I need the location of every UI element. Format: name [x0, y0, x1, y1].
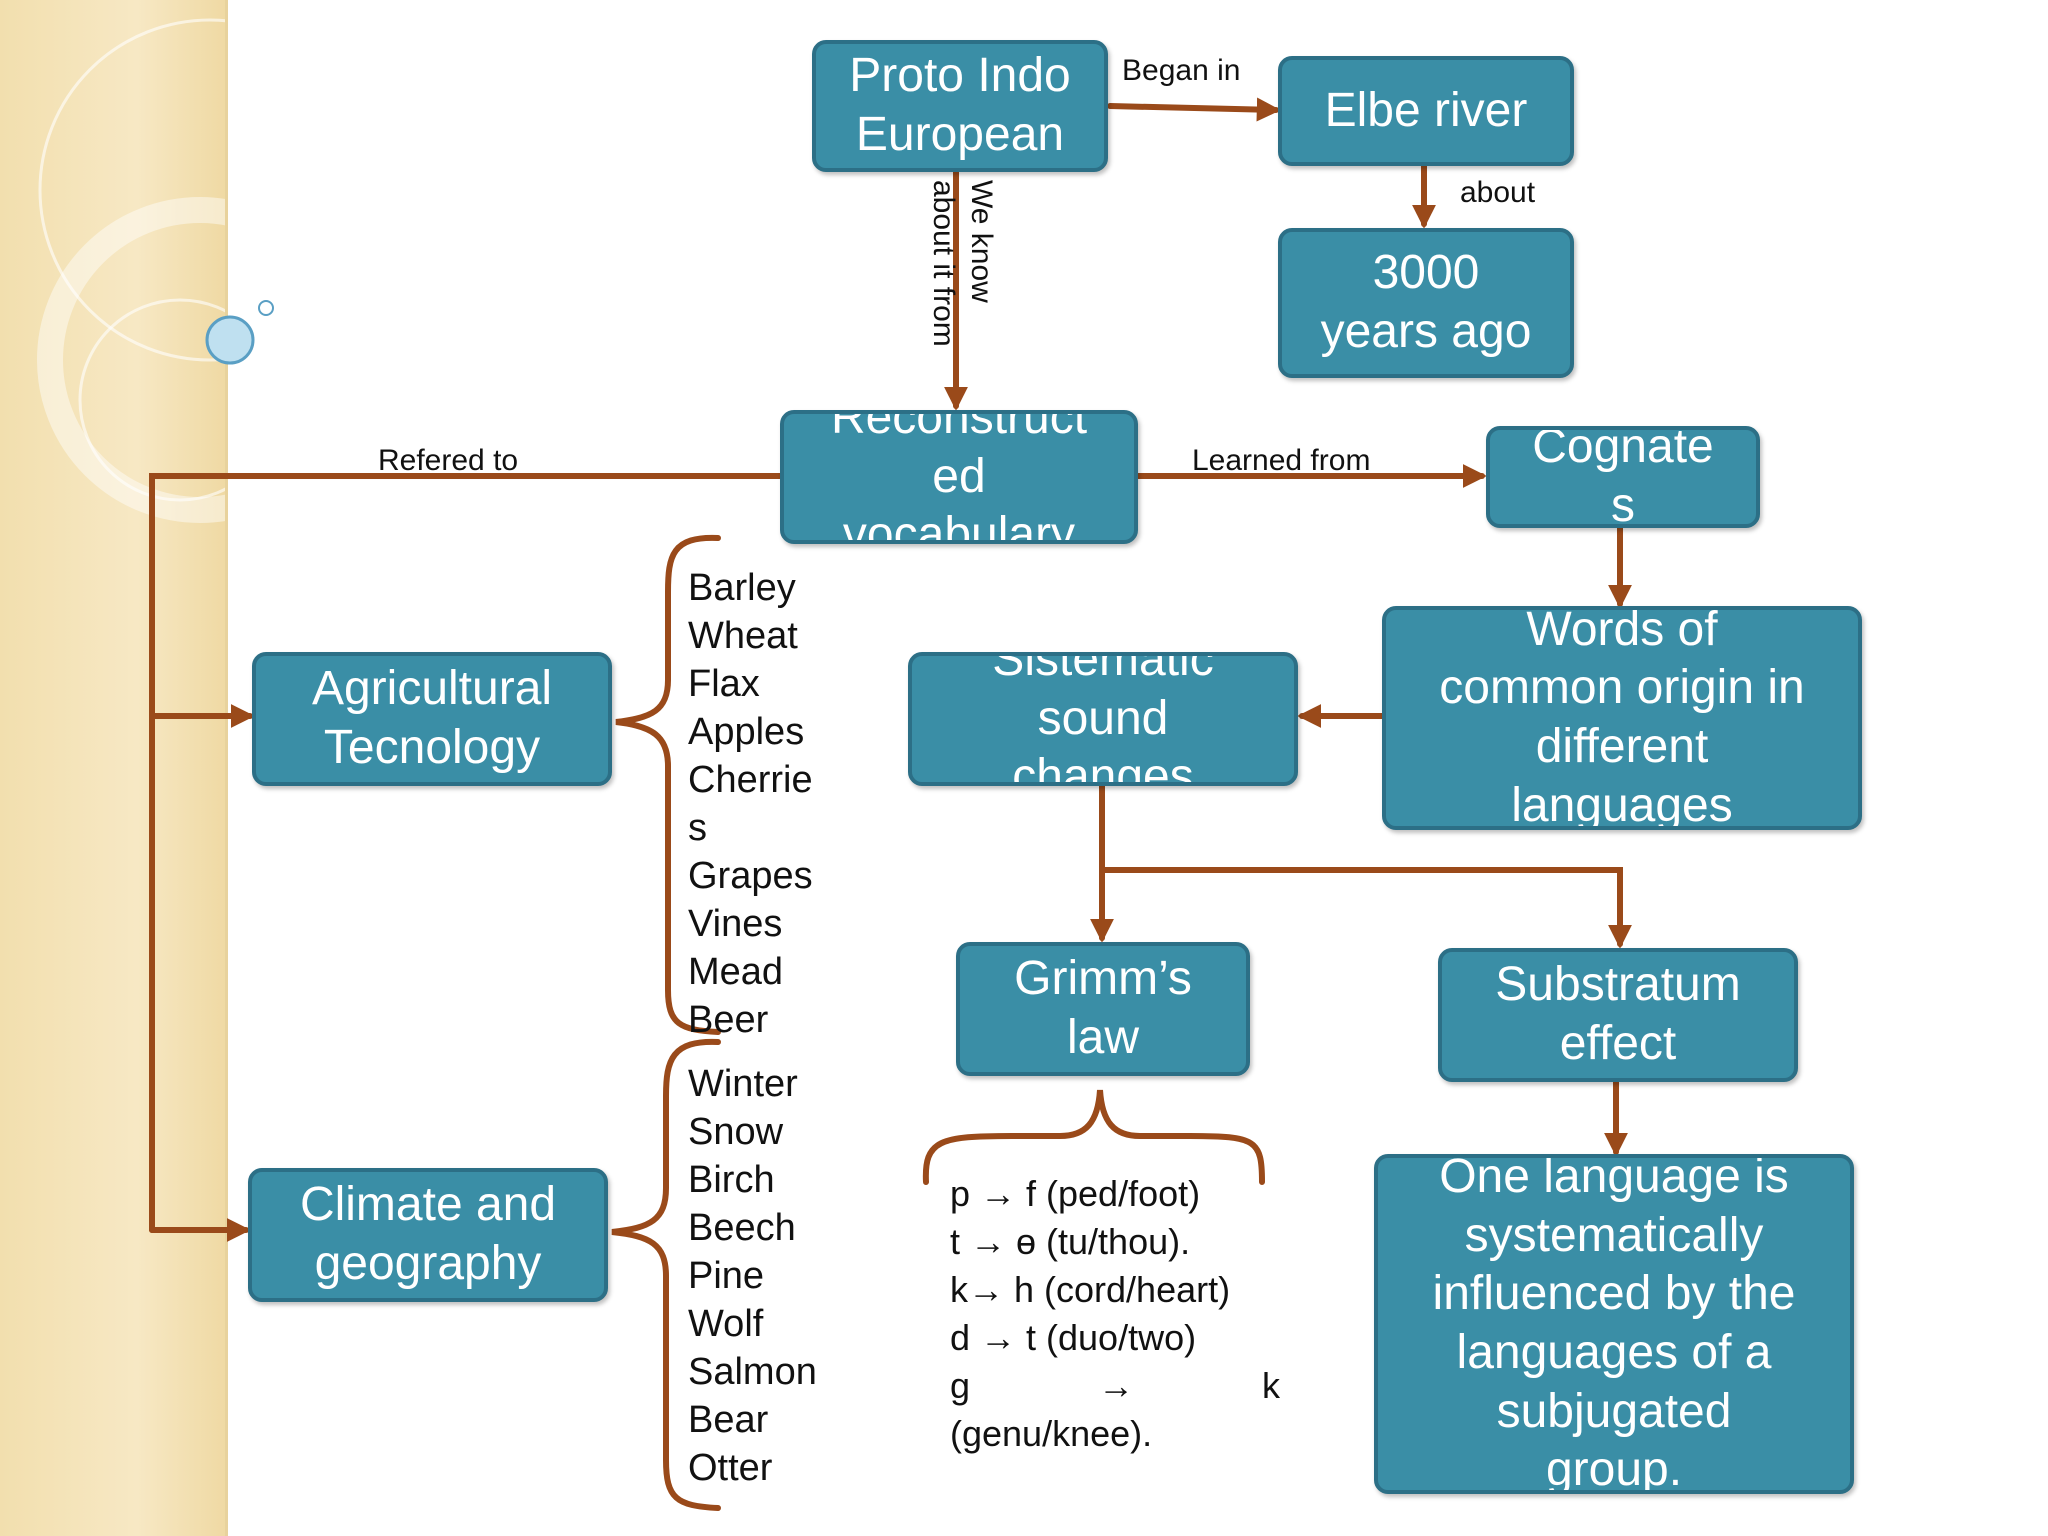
- node-3000-years-ago: 3000 years ago: [1278, 228, 1574, 378]
- bubble-decoration: [205, 300, 274, 365]
- rule-item: d → t (duo/two): [950, 1317, 1197, 1358]
- rule-item-justified: g → k: [950, 1362, 1280, 1410]
- list-item: Beer: [688, 999, 769, 1041]
- rule-item: t → ɵ (tu/thou).: [950, 1221, 1191, 1262]
- rule-item: p → f (ped/foot): [950, 1173, 1201, 1214]
- node-3000-years-ago-label: 3000 years ago: [1320, 246, 1532, 358]
- list-item: s: [688, 807, 707, 849]
- grimms-law-rules: p → f (ped/foot) t → ɵ (tu/thou). k→ h (…: [950, 1170, 1280, 1458]
- list-item: Winter: [688, 1063, 798, 1105]
- list-item: Mead: [688, 951, 784, 993]
- list-item: Pine: [688, 1255, 765, 1297]
- decorative-sidebar: [0, 0, 228, 1536]
- node-elbe-river-label: Elbe river: [1324, 83, 1528, 137]
- edge-label-began-in: Began in: [1122, 54, 1241, 87]
- rule-part: k: [1262, 1365, 1280, 1406]
- node-grimms-law-label: Grimm’s law: [1014, 952, 1192, 1064]
- node-climate-and-geography: Climate and geography: [248, 1168, 608, 1302]
- node-sistematic-sound-changes-label: Sistematic sound changes: [992, 652, 1214, 786]
- edge-label-about: about: [1460, 176, 1536, 209]
- list-item: Grapes: [688, 855, 813, 897]
- node-words-of-common-origin-label: Words of common origin in different lang…: [1439, 606, 1805, 830]
- node-proto-indo-european: Proto Indo European: [812, 40, 1108, 172]
- list-item: Wolf: [688, 1303, 764, 1345]
- list-item: Wheat: [688, 615, 798, 657]
- list-item: Snow: [688, 1111, 784, 1153]
- rule-item: (genu/knee).: [950, 1413, 1153, 1454]
- node-cognates: Cognate s: [1486, 426, 1760, 528]
- climate-items-list: Winter Snow Birch Beech Pine Wolf Salmon…: [688, 1060, 817, 1492]
- list-item: Bear: [688, 1399, 769, 1441]
- node-cognates-label: Cognate s: [1532, 426, 1714, 528]
- node-climate-and-geography-label: Climate and geography: [299, 1178, 557, 1290]
- node-reconstructed-vocabulary-label: Reconstruct ed vocabulary: [830, 410, 1088, 544]
- list-item: Flax: [688, 663, 760, 705]
- node-substratum-effect: Substratum effect: [1438, 948, 1798, 1082]
- node-one-language-influenced-label: One language is systematically influence…: [1432, 1154, 1796, 1494]
- edge-reconstructed-left-trunk: [149, 473, 783, 1233]
- list-item: Vines: [688, 903, 783, 945]
- edge-proto-elbe: [1107, 97, 1281, 122]
- list-item: Otter: [688, 1447, 773, 1489]
- rule-item: k→ h (cord/heart): [950, 1269, 1231, 1310]
- list-item: Apples: [688, 711, 805, 753]
- agricultural-items-list: Barley Wheat Flax Apples Cherrie s Grape…: [688, 564, 813, 1044]
- list-item: Barley: [688, 567, 796, 609]
- node-grimms-law: Grimm’s law: [956, 942, 1250, 1076]
- edge-label-refered-to: Refered to: [378, 444, 519, 477]
- brace-agricultural: [615, 534, 721, 1035]
- node-words-of-common-origin: Words of common origin in different lang…: [1382, 606, 1862, 830]
- edge-sistematic-substratum: [1099, 867, 1632, 949]
- node-proto-indo-european-label: Proto Indo European: [849, 49, 1071, 161]
- node-elbe-river: Elbe river: [1278, 56, 1574, 166]
- node-agricultural-tecnology-label: Agricultural Tecnology: [311, 662, 553, 774]
- list-item: Birch: [688, 1159, 775, 1201]
- list-item: Cherrie: [688, 759, 813, 801]
- edge-label-we-know: We know about it from: [927, 180, 999, 347]
- edge-label-learned-from: Learned from: [1192, 444, 1371, 477]
- node-one-language-influenced: One language is systematically influence…: [1374, 1154, 1854, 1494]
- node-reconstructed-vocabulary: Reconstruct ed vocabulary: [780, 410, 1138, 544]
- list-item: Beech: [688, 1207, 796, 1249]
- brace-grimm: [922, 1089, 1265, 1185]
- sidebar-rings-decoration: [37, 18, 228, 523]
- node-substratum-effect-label: Substratum effect: [1495, 958, 1741, 1070]
- brace-climate: [611, 1038, 721, 1511]
- list-item: Salmon: [688, 1351, 817, 1393]
- rule-part: g: [950, 1365, 971, 1406]
- node-agricultural-tecnology: Agricultural Tecnology: [252, 652, 612, 786]
- node-sistematic-sound-changes: Sistematic sound changes: [908, 652, 1298, 786]
- rule-part: →: [1098, 1365, 1135, 1406]
